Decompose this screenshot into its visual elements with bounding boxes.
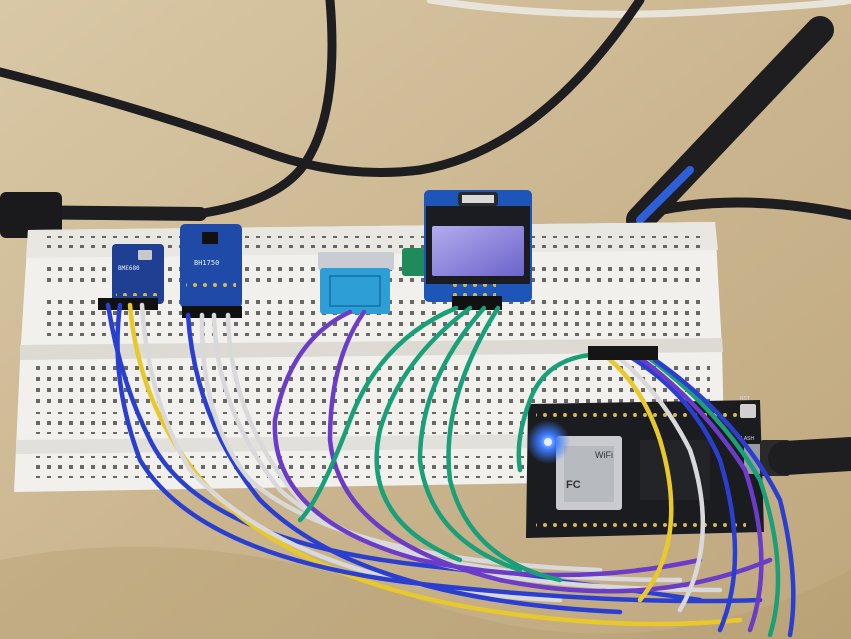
left-plug (0, 192, 62, 238)
header-block (588, 346, 658, 360)
nodemcu-board (526, 400, 764, 538)
fc-mark: FC (566, 479, 581, 491)
bh1750-sensor (180, 224, 242, 318)
background-cables (0, 0, 851, 234)
green-capacitor (402, 248, 426, 276)
usb-cable (760, 437, 851, 476)
table-stain (0, 546, 851, 639)
flash-label: FLASH (738, 436, 755, 442)
bh1750-label: BH1750 (194, 259, 219, 267)
rst-label: RST (740, 396, 750, 402)
jumper-wires (105, 302, 796, 638)
dht-sensor (318, 252, 394, 314)
bme680-label: BME680 (118, 265, 140, 272)
oled-display (424, 190, 532, 310)
wifi-logo-text: WiFi (595, 450, 613, 460)
